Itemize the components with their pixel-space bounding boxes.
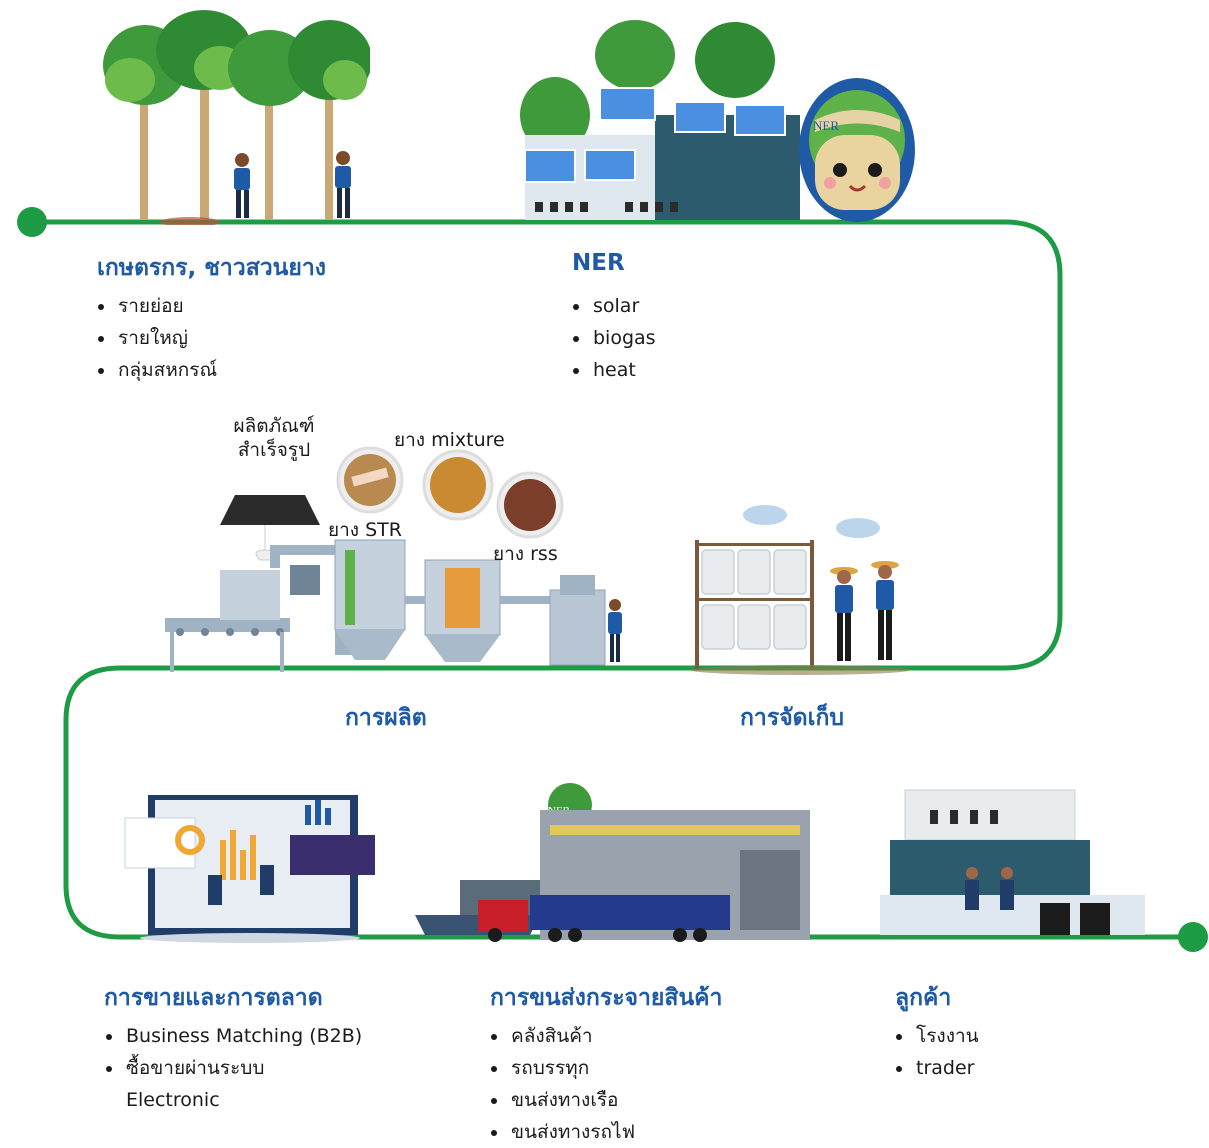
finished-product-label: ผลิตภัณฑ์ สำเร็จรูป <box>224 414 324 462</box>
list-item: Business Matching (B2B) <box>104 1020 362 1052</box>
end-node <box>1178 922 1208 952</box>
list-item: ขนส่งทางเรือ <box>489 1084 635 1116</box>
finished-product-label-line2: สำเร็จรูป <box>237 439 311 461</box>
ner-logo-text: NER <box>813 118 839 133</box>
list-item: รายย่อย <box>96 290 217 322</box>
list-item: ซื้อขายผ่านระบบ <box>104 1052 362 1084</box>
customer-factory-illustration <box>880 789 1145 935</box>
farmer-icon <box>871 561 899 660</box>
farmer-icon <box>830 567 858 661</box>
list-item: โรงงาน <box>894 1020 979 1052</box>
storage-rack-illustration <box>690 505 910 675</box>
rubber-plantation-illustration <box>103 10 370 225</box>
start-node <box>17 207 47 237</box>
mixture-label: ยาง mixture <box>394 429 505 451</box>
sales-title: การขายและการตลาด <box>104 985 323 1011</box>
list-item-continuation: Electronic <box>126 1089 220 1111</box>
production-title: การผลิต <box>345 705 427 731</box>
farmers-title: เกษตรกร, ชาวสวนยาง <box>97 255 327 281</box>
customers-title: ลูกค้า <box>895 985 952 1011</box>
tree-icon <box>288 20 370 220</box>
solar-panel-icon <box>524 87 786 183</box>
ner-factory-illustration: NER <box>520 20 915 222</box>
logistics-illustration: NER <box>415 783 810 942</box>
rubber-sheet-icon <box>701 549 807 650</box>
farmers-list: รายย่อย รายใหญ่ กลุ่มสหกรณ์ <box>96 290 217 386</box>
finished-product-label-line1: ผลิตภัณฑ์ <box>233 415 315 437</box>
collection-title: การจัดเก็บ <box>740 705 844 731</box>
list-item: heat <box>571 354 656 386</box>
list-item: กลุ่มสหกรณ์ <box>96 354 217 386</box>
flow-line <box>32 219 1193 940</box>
list-item: solar <box>571 290 656 322</box>
production-line-illustration <box>165 446 622 672</box>
ner-mascot-icon: NER <box>799 78 915 222</box>
rss-label: ยาง rss <box>493 543 558 565</box>
farmer-icon <box>234 153 250 218</box>
rss-rubber-sample-icon <box>496 471 564 539</box>
list-item: ขนส่งทางรถไฟ <box>489 1116 635 1148</box>
mixture-rubber-sample-icon <box>422 449 494 521</box>
customers-list: โรงงาน trader <box>894 1020 979 1084</box>
worker-icon <box>608 599 622 662</box>
ner-list: solar biogas heat <box>571 290 656 386</box>
str-label: ยาง STR <box>328 519 402 541</box>
ner-title: NER <box>572 250 625 276</box>
logistics-list: คลังสินค้า รถบรรทุก ขนส่งทางเรือ ขนส่งทา… <box>489 1020 635 1148</box>
truck-icon <box>478 895 730 942</box>
businessman-icon <box>965 867 1014 910</box>
businessman-icon <box>208 865 274 905</box>
list-item: รายใหญ่ <box>96 322 217 354</box>
logistics-title: การขนส่งกระจายสินค้า <box>490 985 723 1011</box>
farmer-icon <box>335 151 351 218</box>
str-rubber-sample-icon <box>336 446 404 514</box>
sales-dashboard-illustration <box>124 795 375 943</box>
list-item: biogas <box>571 322 656 354</box>
list-item: คลังสินค้า <box>489 1020 635 1052</box>
list-item: trader <box>894 1052 979 1084</box>
sales-list: Business Matching (B2B) ซื้อขายผ่านระบบ … <box>104 1020 362 1116</box>
list-item: รถบรรทุก <box>489 1052 635 1084</box>
